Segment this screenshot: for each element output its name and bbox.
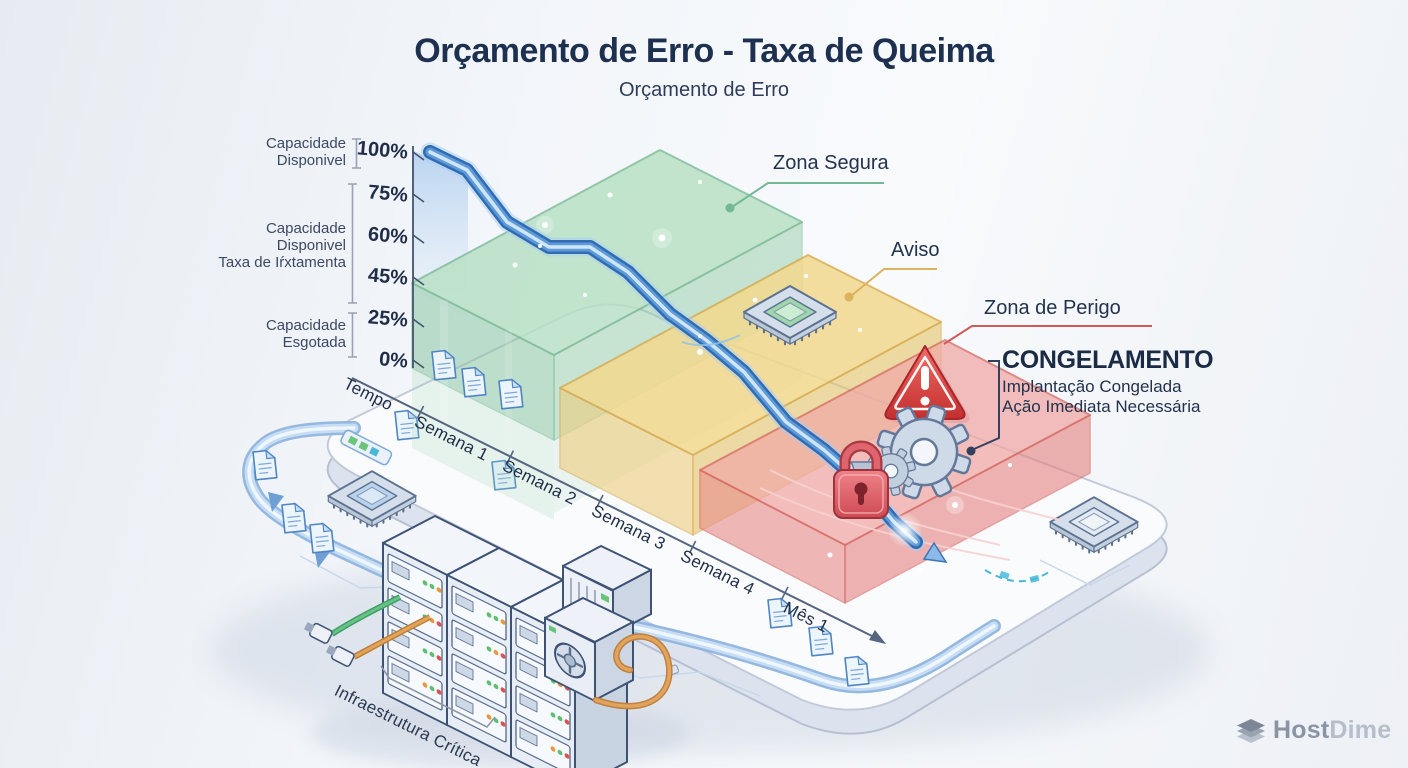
danger-zone-label: Zona de Perigo [984,297,1121,319]
line-spark [538,244,542,248]
sparkles [512,180,702,297]
sparkles [697,274,862,355]
green-cable-icon [303,594,402,644]
page-subtitle: Orçamento de Erro [618,79,790,101]
sparkles [827,463,1012,573]
line-spark [698,334,702,338]
freeze-title: CONGELAMENTO [1002,346,1214,374]
line-glow [887,512,923,548]
capacity-label-burn: Capacidade Disponivel Taxa de Iŕxtamenta [218,220,346,271]
danger-zone-leader [943,325,1152,345]
safe-zone-dot [725,203,735,213]
warning-zone-label: Aviso [891,239,940,261]
safe-zone-label: Zona Segura [773,152,889,174]
logo-text-host: Host [1273,716,1330,744]
freeze-leader [973,360,1000,450]
logo-text-dime: Dime [1329,716,1392,744]
padlock-icon [833,440,889,519]
y-axis-line [412,146,425,369]
capacity-label-exhausted: Capacidade Esgotada [265,317,346,351]
infrastructure-bracket [380,665,496,729]
freeze-dot [966,446,976,456]
warning-zone-leader [850,268,937,297]
logo-text: HostDime [1273,716,1391,745]
safe-zone-leader [731,182,884,208]
warning-zone-dot [844,292,854,302]
capacity-brackets [348,138,361,358]
hostdime-logo: HostDime [1236,716,1391,745]
warning-triangle-icon [884,345,970,423]
freeze-subtitle-1: Implantação Congelada [1002,377,1182,396]
orange-cable-icon [325,614,673,710]
time-axis [351,377,886,644]
page-title: Orçamento de Erro - Taxa de Queima [414,32,994,70]
freeze-subtitle-2: Ação Imediata Necessária [1002,397,1201,416]
pipe-arrow-icon [268,492,284,512]
cpu-chip-icon [984,496,1139,583]
flow-arrow-icon [922,541,948,563]
pipe-status-panel [340,429,393,466]
capacity-label-available: Capacidade Disponivel [265,135,346,169]
cpu-chip-icon [681,284,838,347]
logo-icon [1237,718,1265,743]
